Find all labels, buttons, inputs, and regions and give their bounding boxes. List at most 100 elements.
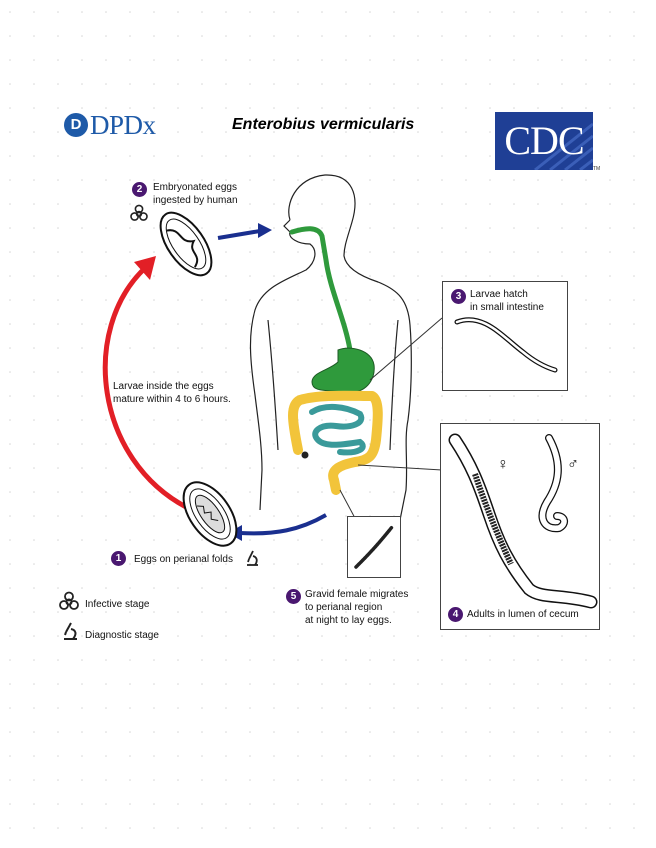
- background-dot: [417, 491, 419, 493]
- background-dot: [177, 35, 179, 37]
- background-dot: [57, 779, 59, 781]
- maturation-arrow-head: [134, 256, 156, 280]
- background-dot: [633, 203, 635, 205]
- background-dot: [273, 443, 275, 445]
- step-5-label-line1: Gravid female migrates: [305, 589, 409, 600]
- background-dot: [465, 275, 467, 277]
- background-dot: [225, 779, 227, 781]
- background-dot: [609, 611, 611, 613]
- background-dot: [609, 227, 611, 229]
- background-dot: [561, 779, 563, 781]
- legend-diagnostic-label: Diagnostic stage: [85, 630, 159, 641]
- background-dot: [201, 155, 203, 157]
- background-dot: [441, 419, 443, 421]
- background-dot: [465, 659, 467, 661]
- background-dot: [153, 371, 155, 373]
- background-dot: [297, 683, 299, 685]
- legend-infective-label: Infective stage: [85, 599, 150, 610]
- background-dot: [129, 443, 131, 445]
- background-dot: [321, 83, 323, 85]
- background-dot: [561, 59, 563, 61]
- background-dot: [105, 467, 107, 469]
- background-dot: [9, 707, 11, 709]
- background-dot: [561, 203, 563, 205]
- background-dot: [105, 515, 107, 517]
- background-dot: [417, 611, 419, 613]
- background-dot: [393, 683, 395, 685]
- background-dot: [177, 443, 179, 445]
- background-dot: [33, 59, 35, 61]
- background-dot: [537, 803, 539, 805]
- background-dot: [513, 755, 515, 757]
- background-dot: [105, 635, 107, 637]
- step-2-label-line2: ingested by human: [153, 195, 238, 206]
- background-dot: [225, 299, 227, 301]
- background-dot: [81, 371, 83, 373]
- background-dot: [513, 35, 515, 37]
- background-dot: [585, 323, 587, 325]
- ingestion-arrow: [217, 229, 261, 240]
- background-dot: [393, 83, 395, 85]
- background-dot: [321, 35, 323, 37]
- background-dot: [57, 323, 59, 325]
- dpdx-logo: D DPDx: [64, 110, 156, 140]
- background-dot: [273, 419, 275, 421]
- background-dot: [609, 659, 611, 661]
- background-dot: [129, 515, 131, 517]
- background-dot: [393, 203, 395, 205]
- background-dot: [129, 611, 131, 613]
- background-dot: [105, 323, 107, 325]
- background-dot: [393, 587, 395, 589]
- background-dot: [369, 275, 371, 277]
- body-arm-right: [389, 319, 399, 451]
- background-dot: [633, 35, 635, 37]
- diagram-title: Enterobius vermicularis: [232, 116, 415, 133]
- background-dot: [129, 827, 131, 829]
- background-dot: [297, 275, 299, 277]
- background-dot: [33, 779, 35, 781]
- background-dot: [177, 275, 179, 277]
- background-dot: [585, 803, 587, 805]
- background-dot: [585, 107, 587, 109]
- background-dot: [585, 371, 587, 373]
- background-dot: [321, 323, 323, 325]
- background-dot: [489, 251, 491, 253]
- step-4-badge: 4: [448, 607, 463, 622]
- background-dot: [609, 347, 611, 349]
- background-dot: [585, 227, 587, 229]
- background-dot: [393, 251, 395, 253]
- background-dot: [33, 347, 35, 349]
- background-dot: [465, 131, 467, 133]
- background-dot: [489, 395, 491, 397]
- background-dot: [177, 827, 179, 829]
- pointer-line: [369, 317, 443, 381]
- background-dot: [81, 251, 83, 253]
- background-dot: [321, 611, 323, 613]
- cdc-logo: CDC: [495, 112, 593, 170]
- background-dot: [177, 707, 179, 709]
- background-dot: [33, 827, 35, 829]
- step-4-label: Adults in lumen of cecum: [467, 609, 579, 620]
- background-dot: [537, 779, 539, 781]
- background-dot: [465, 419, 467, 421]
- background-dot: [105, 179, 107, 181]
- background-dot: [369, 203, 371, 205]
- background-dot: [33, 611, 35, 613]
- background-dot: [633, 131, 635, 133]
- background-dot: [57, 611, 59, 613]
- background-dot: [393, 227, 395, 229]
- background-dot: [33, 659, 35, 661]
- background-dot: [225, 683, 227, 685]
- background-dot: [321, 755, 323, 757]
- background-dot: [153, 611, 155, 613]
- background-dot: [9, 779, 11, 781]
- background-dot: [33, 683, 35, 685]
- background-dot: [81, 395, 83, 397]
- background-dot: [225, 131, 227, 133]
- background-dot: [537, 707, 539, 709]
- background-dot: [81, 275, 83, 277]
- background-dot: [273, 491, 275, 493]
- background-dot: [393, 155, 395, 157]
- background-dot: [609, 11, 611, 13]
